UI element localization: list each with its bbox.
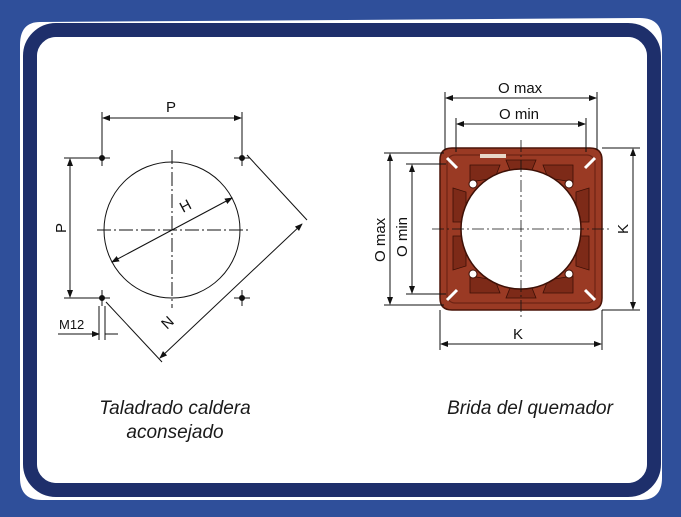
label-k-bottom: K: [513, 326, 523, 343]
bolt-hole-marker: [94, 150, 110, 166]
bolt-hole-marker: [94, 290, 110, 306]
inner-frame-border: [23, 23, 661, 497]
dim-n-line: [159, 223, 303, 359]
left-caption-line2: aconsejado: [126, 422, 224, 443]
label-k-right: K: [615, 224, 632, 234]
label-o-min-left: O min: [394, 217, 411, 257]
boiler-drilling-drawing: [58, 112, 308, 363]
left-caption: Taladrado caldera aconsejado: [70, 397, 280, 445]
flange-dimensions: [384, 92, 640, 350]
right-caption: Brida del quemador: [430, 397, 630, 421]
label-p-horizontal: P: [166, 99, 176, 116]
label-o-max-left: O max: [372, 217, 389, 262]
label-m12: M12: [59, 317, 84, 332]
left-caption-line1: Taladrado caldera: [99, 398, 251, 419]
bolt-hole-marker: [234, 150, 250, 166]
label-o-min-top: O min: [499, 106, 539, 123]
label-p-vertical: P: [53, 223, 70, 233]
label-o-max-top: O max: [498, 80, 543, 97]
right-caption-text: Brida del quemador: [447, 398, 613, 419]
